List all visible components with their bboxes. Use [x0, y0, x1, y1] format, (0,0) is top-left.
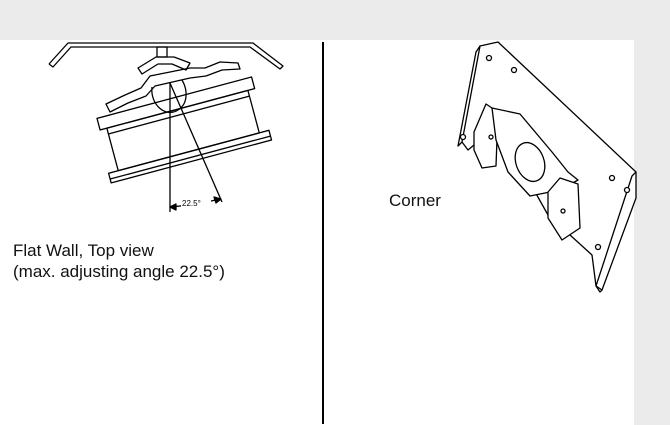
corner-label: Corner	[389, 191, 441, 210]
panel-divider	[322, 42, 324, 424]
corner-left-flange	[473, 103, 499, 169]
screw-hole	[594, 243, 602, 251]
screw-hole	[560, 208, 566, 214]
screw-hole	[488, 134, 494, 140]
screw-hole	[459, 133, 467, 141]
screw-hole	[485, 54, 493, 62]
angle-label: 22.5°	[182, 199, 201, 208]
swivel-plate	[105, 61, 241, 113]
mount-stem	[156, 46, 168, 58]
housing-top-flange	[96, 76, 256, 131]
screw-hole	[510, 66, 518, 74]
mount-base	[137, 56, 191, 75]
flat-wall-caption-line1: Flat Wall, Top view	[13, 241, 154, 260]
ball-joint	[151, 79, 187, 113]
wall-bracket	[48, 42, 284, 70]
housing-bottom-flange	[107, 129, 273, 184]
flat-wall-caption-line2: (max. adjusting angle 22.5°)	[13, 262, 225, 281]
flat-wall-top-view-drawing: 22.5°	[48, 42, 284, 212]
corner-bracket-drawing	[457, 41, 637, 293]
corner-center-hole	[514, 141, 546, 183]
angled-reference-line	[169, 82, 223, 203]
screw-hole	[623, 186, 631, 194]
screw-hole	[608, 174, 616, 182]
